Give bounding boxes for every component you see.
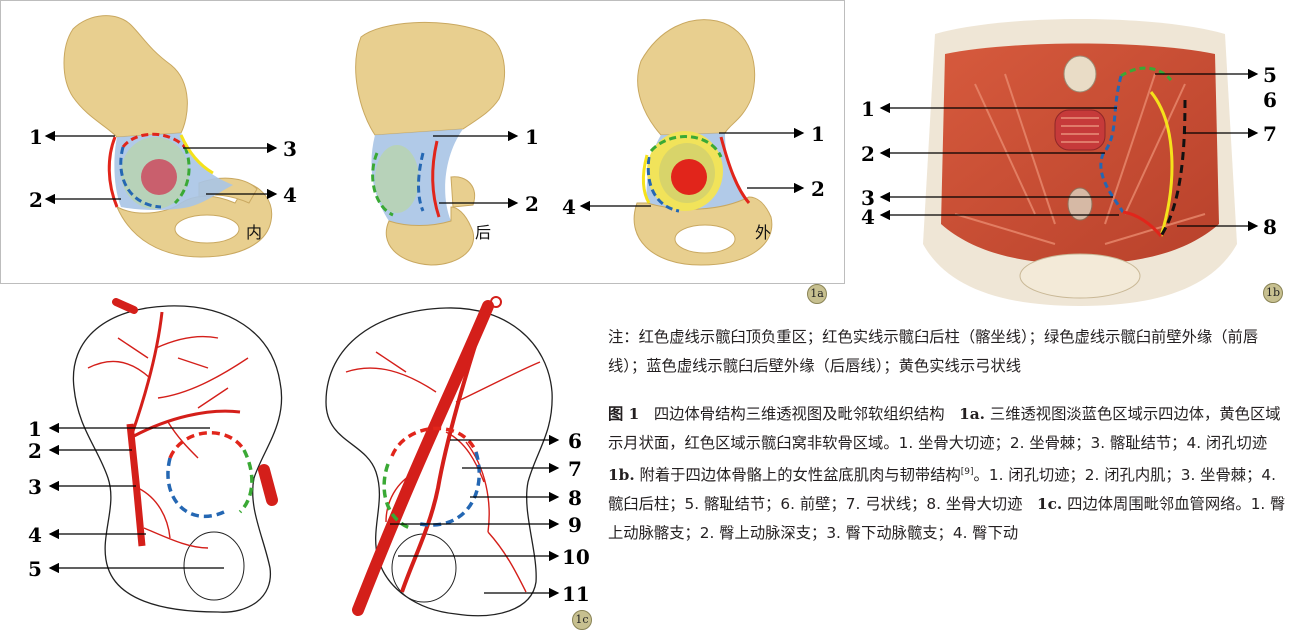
- part-b-label: 1b.: [608, 466, 635, 484]
- fig1a-label-2: 2: [811, 179, 825, 199]
- fig1b-label-6: 6: [1263, 90, 1277, 110]
- reference[interactable]: [9]: [961, 467, 974, 477]
- fig1c-label-1: 1: [28, 419, 42, 439]
- figure-label: 图 1: [608, 405, 639, 423]
- figure-1a-arrows: [1, 1, 846, 285]
- figure-1c-panel: 1 2 3 4 5 6 7 8 9 10 11 1c: [0, 292, 605, 624]
- fig1c-label-4: 4: [28, 525, 42, 545]
- figure-badge: 1c: [572, 610, 592, 630]
- figure-1b-arrows: [855, 0, 1297, 300]
- fig1b-label-7: 7: [1263, 124, 1277, 144]
- figure-1a-panel: 1 2 3 4 内 1 2 后 4 1 2 外 1a: [0, 0, 845, 284]
- fig1c-label-6: 6: [568, 431, 582, 451]
- figure-title: 四边体骨结构三维透视图及毗邻软组织结构: [654, 405, 945, 423]
- fig1a-label-1: 1: [525, 127, 539, 147]
- part-c-label: 1c.: [1037, 495, 1062, 513]
- fig1a-label-4: 4: [283, 185, 297, 205]
- figure-badge: 1a: [807, 284, 827, 304]
- fig1c-label-11: 11: [562, 584, 590, 604]
- fig1b-label-4: 4: [861, 207, 875, 227]
- view-direction-label: 后: [475, 219, 491, 243]
- figure-caption: 图 1 四边体骨结构三维透视图及毗邻软组织结构 1a. 三维透视图淡蓝色区域示四…: [608, 400, 1288, 548]
- view-direction-label: 外: [755, 219, 771, 243]
- fig1a-label-1: 1: [811, 124, 825, 144]
- fig1a-label-3: 3: [283, 139, 297, 159]
- figure-1b-panel: 1 2 3 4 5 6 7 8 1b: [855, 0, 1297, 300]
- fig1b-label-2: 2: [861, 144, 875, 164]
- fig1c-label-2: 2: [28, 441, 42, 461]
- fig1c-label-3: 3: [28, 477, 42, 497]
- fig1c-label-9: 9: [568, 515, 582, 535]
- fig1b-label-8: 8: [1263, 217, 1277, 237]
- fig1b-label-1: 1: [861, 99, 875, 119]
- view-direction-label: 内: [246, 219, 262, 243]
- fig1a-label-2: 2: [525, 194, 539, 214]
- fig1c-label-7: 7: [568, 459, 582, 479]
- fig1a-label-1: 1: [29, 127, 43, 147]
- figure-1c-arrows: [0, 292, 605, 624]
- fig1c-label-8: 8: [568, 488, 582, 508]
- part-a-label: 1a.: [959, 405, 985, 423]
- fig1a-label-2: 2: [29, 190, 43, 210]
- figure-note: 注：红色虚线示髋臼顶负重区；红色实线示髋臼后柱（髂坐线）；绿色虚线示髋臼前壁外缘…: [608, 323, 1288, 381]
- fig1a-label-4: 4: [562, 197, 576, 217]
- part-b-text: 附着于四边体骨骼上的女性盆底肌肉与韧带结构: [640, 466, 961, 484]
- fig1c-label-5: 5: [28, 559, 42, 579]
- fig1b-label-5: 5: [1263, 65, 1277, 85]
- fig1c-label-10: 10: [562, 547, 590, 567]
- note-text: 注：红色虚线示髋臼顶负重区；红色实线示髋臼后柱（髂坐线）；绿色虚线示髋臼前壁外缘…: [608, 328, 1258, 375]
- figure-badge: 1b: [1263, 283, 1283, 303]
